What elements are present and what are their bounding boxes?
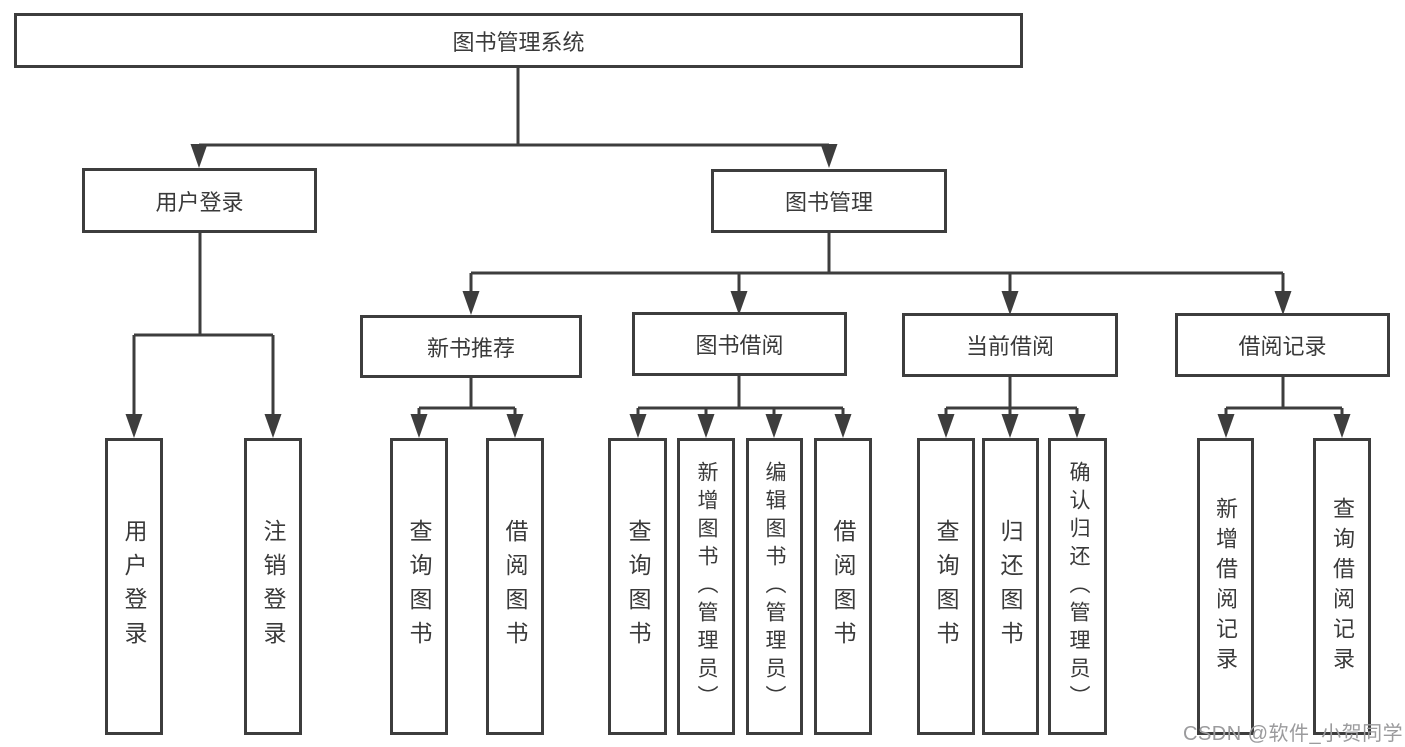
leaf-query-borrow-record: 查询借阅记录: [1313, 438, 1371, 735]
watermark: CSDN @软件_小贺同学: [1183, 723, 1404, 745]
leaf-return-books: 归还图书: [982, 438, 1039, 735]
leaf-logout: 注销登录: [244, 438, 302, 735]
leaf-query-books-borrowing: 查询图书: [608, 438, 667, 735]
node-book-management: 图书管理: [711, 169, 947, 233]
leaf-borrow-books-recommend: 借阅图书: [486, 438, 544, 735]
leaf-query-books-recommend: 查询图书: [390, 438, 448, 735]
leaf-user-login: 用户登录: [105, 438, 163, 735]
node-user-login: 用户登录: [82, 168, 317, 233]
leaf-add-books-admin: 新增图书（管理员）: [677, 438, 735, 735]
node-current-borrowing: 当前借阅: [902, 313, 1118, 377]
node-borrowing-records: 借阅记录: [1175, 313, 1390, 377]
leaf-borrow-books-borrowing: 借阅图书: [814, 438, 872, 735]
leaf-add-borrow-record: 新增借阅记录: [1197, 438, 1254, 735]
leaf-confirm-return-admin: 确认归还（管理员）: [1048, 438, 1107, 735]
leaf-query-books-current: 查询图书: [917, 438, 975, 735]
node-library-management-system: 图书管理系统: [14, 13, 1023, 68]
node-new-book-recommendation: 新书推荐: [360, 315, 582, 378]
leaf-edit-books-admin: 编辑图书（管理员）: [746, 438, 803, 735]
node-book-borrowing: 图书借阅: [632, 312, 847, 376]
arrowheads: [125, 144, 1351, 438]
